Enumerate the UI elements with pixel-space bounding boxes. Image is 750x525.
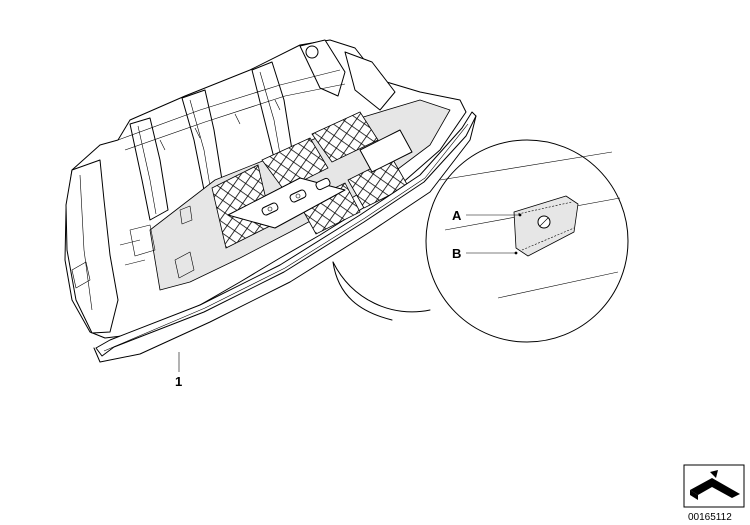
leader-dot-a: [518, 213, 522, 217]
detail-view: [332, 139, 629, 343]
direction-arrow-icon: [683, 464, 745, 508]
callout-label-1: 1: [175, 374, 182, 389]
callout-label-b: B: [452, 246, 461, 261]
glove-box-assembly: [64, 39, 477, 363]
callout-label-a: A: [452, 208, 462, 223]
diagram-number: 00165112: [688, 512, 732, 523]
leader-dot-b: [514, 251, 518, 255]
